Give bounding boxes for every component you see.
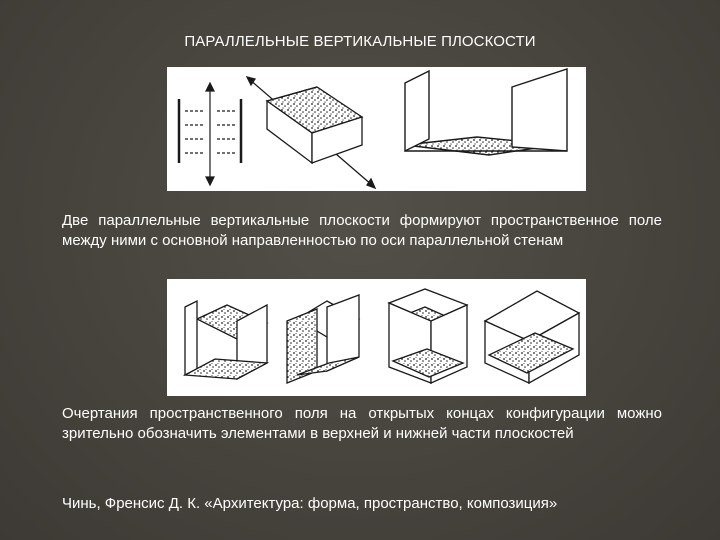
walls-with-top-and-base-icon bbox=[387, 288, 469, 385]
slide-title: ПАРАЛЛЕЛЬНЫЕ ВЕРТИКАЛЬНЫЕ ПЛОСКОСТИ bbox=[184, 33, 536, 50]
parallel-walls-icon bbox=[404, 68, 568, 156]
bottom-illustration-svg bbox=[182, 288, 581, 385]
bottom-illustration bbox=[167, 279, 586, 396]
paragraph-parallel-planes: Две параллельные вертикальные плоскости … bbox=[62, 212, 662, 249]
closed-box-icon bbox=[483, 290, 581, 385]
plan-with-arrows-icon bbox=[177, 81, 243, 187]
walls-with-base-icon bbox=[182, 299, 270, 381]
top-illustration bbox=[167, 67, 586, 191]
paragraph-field-edges: Очертания пространственного поля на откр… bbox=[62, 405, 662, 442]
citation: Чинь, Френсис Д. К. «Архитектура: форма,… bbox=[62, 495, 558, 512]
top-illustration-svg bbox=[177, 68, 568, 190]
walls-with-frame-icon bbox=[286, 294, 361, 384]
box-with-diagonal-axis-icon bbox=[245, 76, 377, 190]
